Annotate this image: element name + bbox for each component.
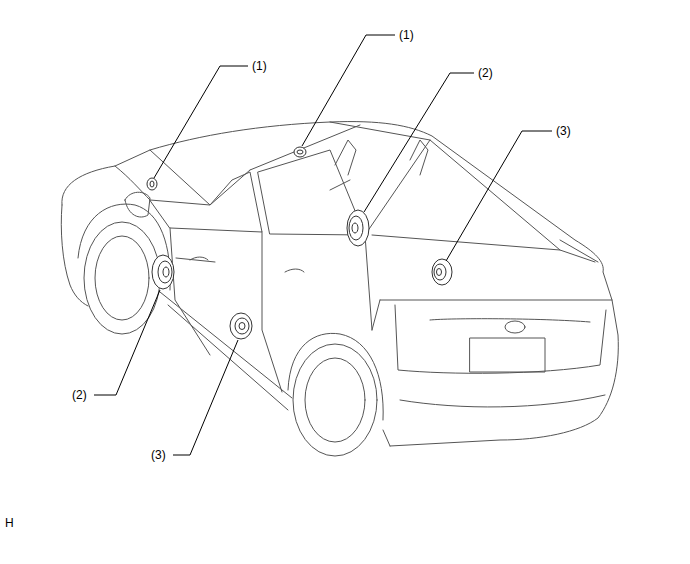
- leader-line: [154, 66, 248, 178]
- callout-number: (3): [555, 124, 572, 138]
- leader-line: [364, 73, 474, 212]
- callout-number: (1): [398, 28, 415, 42]
- leader-line: [94, 290, 160, 395]
- figure-code: H: [4, 516, 15, 530]
- callout-number: (2): [71, 388, 88, 402]
- callout-number: (2): [477, 66, 494, 80]
- leader-line: [302, 35, 395, 146]
- callout-number: (3): [150, 448, 167, 462]
- leader-line: [446, 131, 552, 261]
- leader-line: [173, 340, 238, 455]
- callout-number: (1): [251, 59, 268, 73]
